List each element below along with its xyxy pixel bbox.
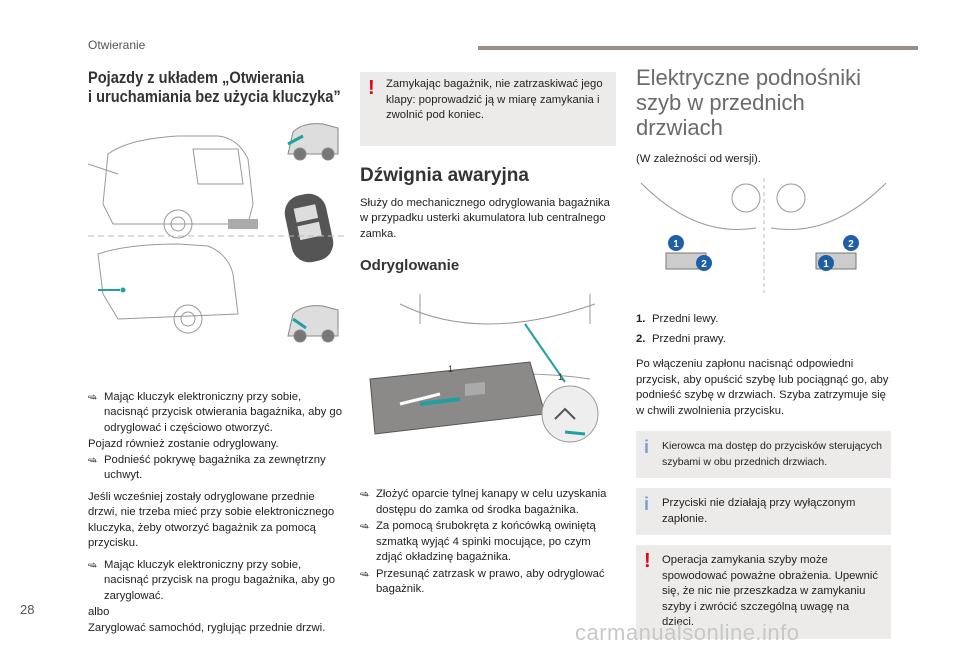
arrow-bullet-icon: ⇨ — [360, 568, 369, 580]
section-title-keyless: Pojazdy z układem „Otwierania i uruchami… — [88, 68, 346, 106]
info-box: i Przyciski nie działają przy wyłączonym… — [636, 488, 891, 535]
intro-paragraph: Służy do mechanicznego odryglowania baga… — [360, 196, 610, 240]
bubble-label: 1 — [823, 259, 829, 270]
list-number: 1. — [636, 313, 646, 325]
bubble-label: 1 — [673, 239, 679, 250]
info-text: Przyciski nie działają przy wyłączonym z… — [662, 497, 856, 525]
trunk-lining-illustration: 1 1 — [369, 293, 599, 442]
figure-label-1: 1 — [558, 372, 563, 382]
arrow-bullet-icon: ⇨ — [360, 489, 369, 500]
arrow-bullet-icon: ⇨ — [360, 521, 369, 532]
warning-icon: ! — [368, 77, 375, 99]
car-rear-illustration — [87, 123, 346, 343]
numbered-list: 1. Przedni lewy. 2. Przedni prawy. — [636, 312, 891, 347]
column-3: Elektryczne podnośniki szyb w przednich … — [636, 65, 891, 639]
warning-icon: ! — [644, 550, 651, 572]
info-icon: i — [644, 494, 650, 514]
list-text: Przedni prawy. — [652, 332, 726, 345]
warning-text: Operacja zamykania szyby może spowodować… — [662, 554, 879, 628]
title-line-2: i uruchamiania bez użycia kluczyka” — [88, 87, 341, 106]
info-box: i Kierowca ma dostęp do przycisków steru… — [636, 431, 891, 478]
bullet-text: Złożyć oparcie tylnej kanapy w celu uzys… — [376, 488, 607, 516]
bullet-remove-clips: ⇨ Za pomocą śrubokręta z końcówką owinięt… — [360, 519, 616, 566]
info-text: Kierowca ma dostęp do przycisków sterują… — [662, 440, 883, 468]
title-line-2: szyb w przednich drzwiach — [636, 90, 805, 140]
arrow-bullet-icon: ⇨ — [88, 454, 97, 466]
paragraph: Zaryglować samochód, ryglując przednie d… — [88, 621, 326, 634]
page-number: 28 — [20, 602, 35, 617]
bullet-lift-lid: ⇨ Podnieść pokrywę bagażnika za zewnętrzn… — [88, 453, 346, 484]
bullet-open-trunk: ⇨ Mając kluczyk elektroniczny przy sobie,… — [88, 390, 346, 437]
bullet-fold-seat: ⇨ Złożyć oparcie tylnej kanapy w celu uzy… — [360, 487, 616, 518]
list-item: 2. Przedni prawy. — [636, 332, 891, 348]
section-title-windows: Elektryczne podnośniki szyb w przednich … — [636, 65, 891, 140]
subtitle: (W zależności od wersji). — [636, 153, 761, 165]
bullet-text: Przesunąć zatrzask w prawo, aby odryglow… — [376, 567, 605, 596]
title-line-1: Elektryczne podnośniki — [636, 65, 862, 90]
figure-label-1: 1 — [448, 364, 453, 374]
list-text: Przedni lewy. — [652, 313, 719, 325]
bullet-slide-latch: ⇨ Przesunąć zatrzask w prawo, aby odryglo… — [360, 567, 616, 598]
header-title: Otwieranie — [88, 38, 146, 52]
watermark: carmanualsonline.info — [575, 620, 800, 645]
paragraph: Jeśli wcześniej zostały odryglowane prze… — [88, 490, 335, 550]
bullet-text: Za pomocą śrubokręta z końcówką owiniętą… — [376, 520, 596, 563]
bubble-label: 2 — [848, 239, 854, 250]
column-2: ! Zamykając bagażnik, nie zatrzaskiwać j… — [360, 72, 616, 599]
window-switches-illustration: 1 2 2 1 — [640, 177, 887, 293]
list-number: 2. — [636, 332, 646, 345]
header-bar — [478, 46, 918, 50]
arrow-bullet-icon: ⇨ — [88, 559, 97, 571]
section-title: Dźwignia awaryjna — [360, 165, 529, 186]
bullet-text: Podnieść pokrywę bagażnika za zewnętrzny… — [104, 453, 326, 482]
warning-text: Zamykając bagażnik, nie zatrzaskiwać jeg… — [386, 78, 603, 121]
warning-box: ! Zamykając bagażnik, nie zatrzaskiwać j… — [360, 72, 616, 146]
sub-title: Odryglowanie — [360, 257, 460, 274]
bullet-lock-trunk: ⇨ Mając kluczyk elektroniczny przy sobie,… — [88, 558, 346, 605]
bullet-text: Mając kluczyk elektroniczny przy sobie, … — [104, 390, 342, 434]
title-line-1: Pojazdy z układem „Otwierania — [88, 68, 305, 87]
bullet-text: Mając kluczyk elektroniczny przy sobie, … — [104, 558, 336, 602]
list-item: 1. Przedni lewy. — [636, 312, 891, 328]
paragraph: Po włączeniu zapłonu nacisnąć odpowiedni… — [636, 358, 889, 417]
column-1: Pojazdy z układem „Otwierania i uruchami… — [87, 68, 346, 636]
warning-box: ! Operacja zamykania szyby może spowodow… — [636, 545, 891, 639]
paragraph: albo — [88, 606, 110, 618]
info-icon: i — [644, 437, 650, 457]
bubble-label: 2 — [701, 259, 707, 270]
arrow-bullet-icon: ⇨ — [88, 391, 97, 403]
paragraph: Pojazd również zostanie odryglowany. — [88, 438, 279, 450]
